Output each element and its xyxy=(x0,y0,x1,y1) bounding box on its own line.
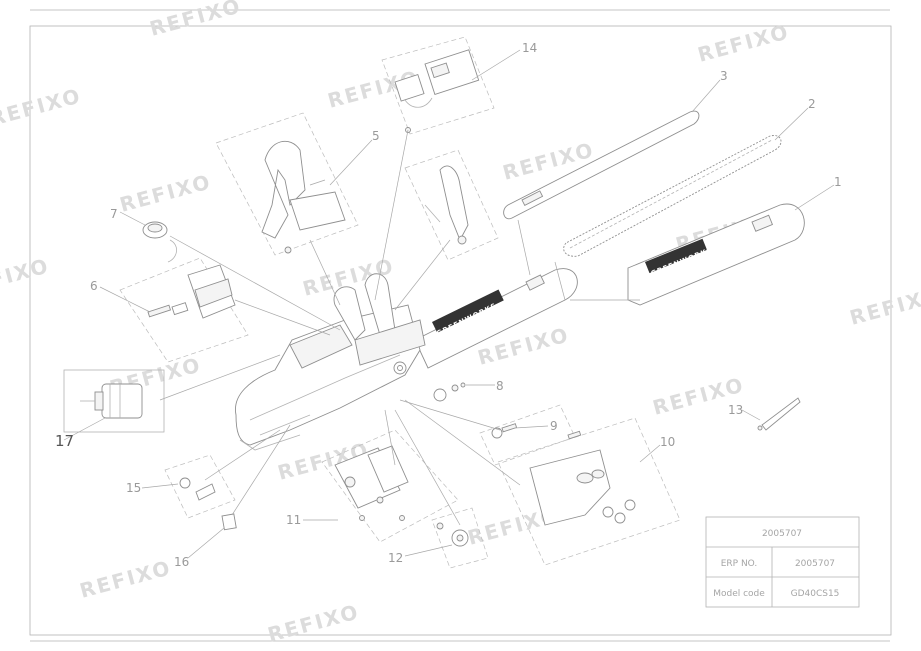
trigger-part xyxy=(424,165,469,245)
group-box-sprocket xyxy=(431,507,489,569)
watermark-text: REFIXO xyxy=(695,19,792,66)
callout-number: 16 xyxy=(174,555,189,569)
callout-number: 11 xyxy=(286,513,301,527)
callout-number: 17 xyxy=(55,432,74,450)
callout-number: 2 xyxy=(808,97,816,111)
watermark-text: REFIXO xyxy=(147,0,244,41)
erp-no-value: 2005707 xyxy=(795,559,835,569)
callout-number: 12 xyxy=(388,551,403,565)
battery-latch-part xyxy=(147,264,236,319)
tool-part xyxy=(757,397,801,431)
callout-number: 14 xyxy=(522,41,537,55)
callout-number: 13 xyxy=(728,403,743,417)
chainsaw-body xyxy=(235,273,426,451)
guide-bar-part xyxy=(503,110,700,220)
sprocket-part xyxy=(436,522,469,547)
bar-brand-plate xyxy=(432,289,504,333)
sensor-part xyxy=(179,477,216,501)
watermark-text: REFIXO xyxy=(0,253,52,300)
switch-assembly-part xyxy=(394,49,480,133)
group-box-cover xyxy=(497,417,681,566)
watermark-text: REFIXO xyxy=(0,83,84,130)
gearbox-part xyxy=(334,445,409,521)
group-box-battery-latch xyxy=(119,257,249,363)
rear-handle-part xyxy=(261,140,346,254)
tensioner-part xyxy=(491,423,518,439)
callout-number: 15 xyxy=(126,481,141,495)
callout-number: 10 xyxy=(660,435,675,449)
title-block-border xyxy=(705,516,860,608)
callout-number: 3 xyxy=(720,69,728,83)
side-cover-part xyxy=(529,430,636,526)
watermark-text: REFIXO xyxy=(77,555,174,602)
motor-part xyxy=(80,383,143,419)
callout-number: 8 xyxy=(496,379,504,393)
model-code-label: Model code xyxy=(713,589,765,599)
callout-number: 5 xyxy=(372,129,380,143)
group-box-handle xyxy=(215,112,359,256)
callout-numbers: 1 2 3 5 6 7 8 9 10 11 12 13 14 15 16 17 xyxy=(55,41,842,569)
watermark-text: REFIXO xyxy=(847,282,921,329)
oil-cap-part xyxy=(142,221,177,263)
group-box-trigger xyxy=(404,149,499,261)
bar-nut-part xyxy=(433,382,466,402)
assembled-guide-bar: GREENWORKS xyxy=(414,268,578,369)
connector-part xyxy=(221,513,237,531)
callout-number: 1 xyxy=(834,175,842,189)
saw-chain xyxy=(563,135,782,257)
watermark-text: REFIXO xyxy=(117,169,214,216)
callout-number: 9 xyxy=(550,419,558,433)
watermark-text: REFIXO xyxy=(265,599,362,646)
drawing-border xyxy=(29,25,892,636)
title-block-header: 2005707 xyxy=(762,529,802,539)
callout-leaders xyxy=(63,49,835,559)
group-box-motor xyxy=(63,369,165,433)
callout-number: 7 xyxy=(110,207,118,221)
erp-no-label: ERP NO. xyxy=(721,559,758,569)
callout-number: 6 xyxy=(90,279,98,293)
group-box-switch xyxy=(381,36,495,135)
model-code-value: GD40CS15 xyxy=(791,589,840,599)
group-box-sensor xyxy=(164,454,236,519)
assembly-lines xyxy=(159,129,640,526)
group-boxes xyxy=(63,36,681,569)
bar-cover-part: GREENWORKS xyxy=(627,203,805,306)
bar-cover-brand-plate xyxy=(645,238,707,274)
title-block: 2005707 ERP NO. 2005707 Model code GD40C… xyxy=(705,516,860,608)
